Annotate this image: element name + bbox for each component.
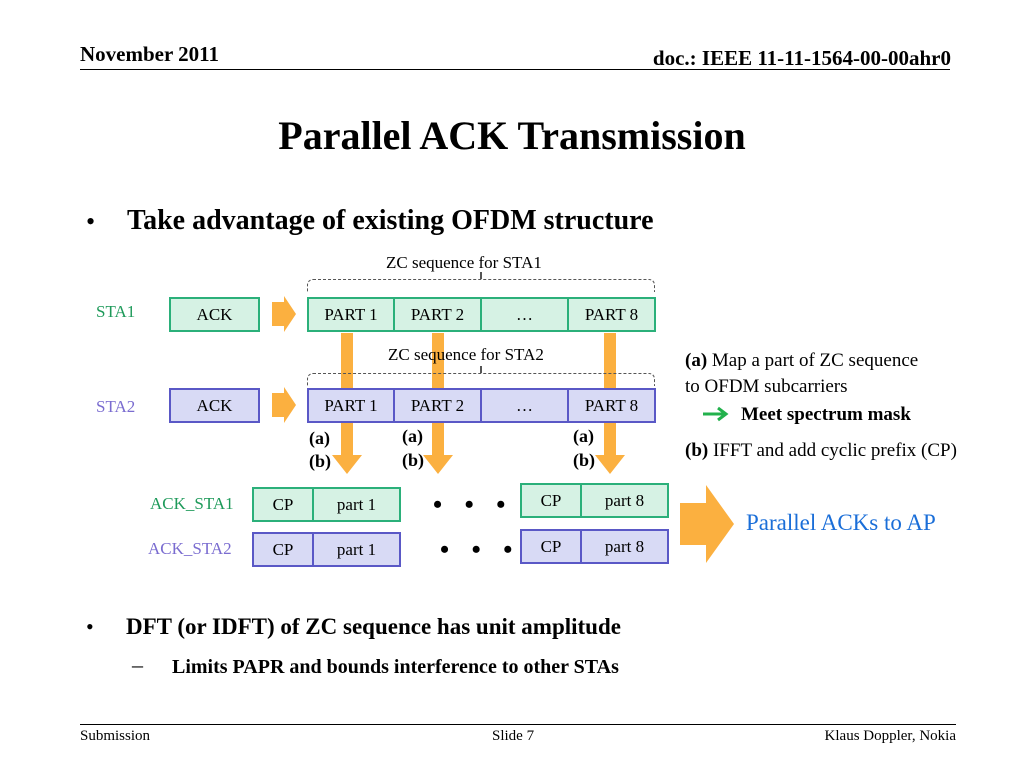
note-a-line1: Map a part of ZC sequence bbox=[707, 350, 919, 371]
bullet-second: DFT (or IDFT) of ZC sequence has unit am… bbox=[126, 614, 621, 639]
ack-sta1-label: ACK_STA1 bbox=[150, 494, 234, 513]
sta2-label: STA2 bbox=[96, 397, 136, 416]
sta1-label: STA1 bbox=[96, 302, 136, 321]
sub-bullet: Limits PAPR and bounds interference to o… bbox=[172, 656, 619, 678]
green-arrow-icon bbox=[717, 406, 729, 422]
zc-sta2-label: ZC sequence for STA2 bbox=[388, 345, 544, 364]
ack-sta1-cp: CP bbox=[252, 487, 314, 522]
header-divider bbox=[80, 69, 950, 70]
sta2-ack-box: ACK bbox=[169, 388, 260, 423]
result-arrow bbox=[680, 485, 734, 563]
step-b-label: (b) bbox=[309, 451, 331, 471]
footer-slide-number: Slide 7 bbox=[492, 728, 535, 744]
sta1-part-ellipsis: … bbox=[480, 297, 569, 332]
note-a-line2: to OFDM subcarriers bbox=[685, 376, 848, 397]
bullet-main: Take advantage of existing OFDM structur… bbox=[127, 205, 654, 236]
ack-sta2-part1: part 1 bbox=[312, 532, 401, 567]
sta2-part8: PART 8 bbox=[567, 388, 656, 423]
sta1-part1: PART 1 bbox=[307, 297, 395, 332]
ack-sta2-cp-8: CP bbox=[520, 529, 582, 564]
step-b-label: (b) bbox=[573, 450, 595, 470]
result-label: Parallel ACKs to AP bbox=[746, 510, 936, 535]
ack-sta2-label: ACK_STA2 bbox=[148, 539, 232, 558]
sta2-part2: PART 2 bbox=[393, 388, 482, 423]
ack-sta1-part1: part 1 bbox=[312, 487, 401, 522]
slide-title: Parallel ACK Transmission bbox=[278, 113, 746, 158]
step-a-label: (a) bbox=[402, 426, 423, 446]
ack-sta2-cp: CP bbox=[252, 532, 314, 567]
sta1-part8: PART 8 bbox=[567, 297, 656, 332]
note-b-tag: (b) bbox=[685, 440, 709, 461]
ack-sta1-cp-8: CP bbox=[520, 483, 582, 518]
ack-sta2-part8: part 8 bbox=[580, 529, 669, 564]
bullet-marker: • bbox=[86, 207, 96, 236]
footer-author: Klaus Doppler, Nokia bbox=[824, 728, 956, 744]
sta2-part-ellipsis: … bbox=[480, 388, 569, 423]
header-doc-id: doc.: IEEE 11-11-1564-00-00ahr0 bbox=[652, 46, 951, 70]
sta2-ack-arrow bbox=[272, 387, 296, 423]
header-date: November 2011 bbox=[80, 42, 220, 66]
zc-sta1-label: ZC sequence for STA1 bbox=[386, 253, 542, 272]
note-a-tag: (a) bbox=[685, 350, 708, 371]
zc-sta2-brace bbox=[307, 373, 655, 386]
note-mask: Meet spectrum mask bbox=[741, 404, 911, 425]
zc-sta1-brace bbox=[307, 279, 655, 292]
sta1-part2: PART 2 bbox=[393, 297, 482, 332]
ack-sta1-part8: part 8 bbox=[580, 483, 669, 518]
footer-divider bbox=[80, 724, 956, 725]
step-b-label: (b) bbox=[402, 450, 424, 470]
sta1-ack-arrow bbox=[272, 296, 296, 332]
sub-bullet-marker: – bbox=[132, 652, 143, 677]
step-a-label: (a) bbox=[309, 428, 330, 448]
footer-left: Submission bbox=[80, 728, 151, 744]
bullet-marker: • bbox=[86, 614, 94, 639]
sta1-ack-box: ACK bbox=[169, 297, 260, 332]
sta2-part1: PART 1 bbox=[307, 388, 395, 423]
note-a: (a) Map a part of ZC sequence bbox=[685, 348, 918, 374]
step-a-label: (a) bbox=[573, 426, 594, 446]
note-b: (b) IFFT and add cyclic prefix (CP) bbox=[685, 438, 957, 464]
ellipsis-dots: • • • bbox=[440, 535, 521, 564]
ellipsis-dots: • • • bbox=[433, 490, 514, 519]
note-b-text: IFFT and add cyclic prefix (CP) bbox=[708, 440, 957, 461]
